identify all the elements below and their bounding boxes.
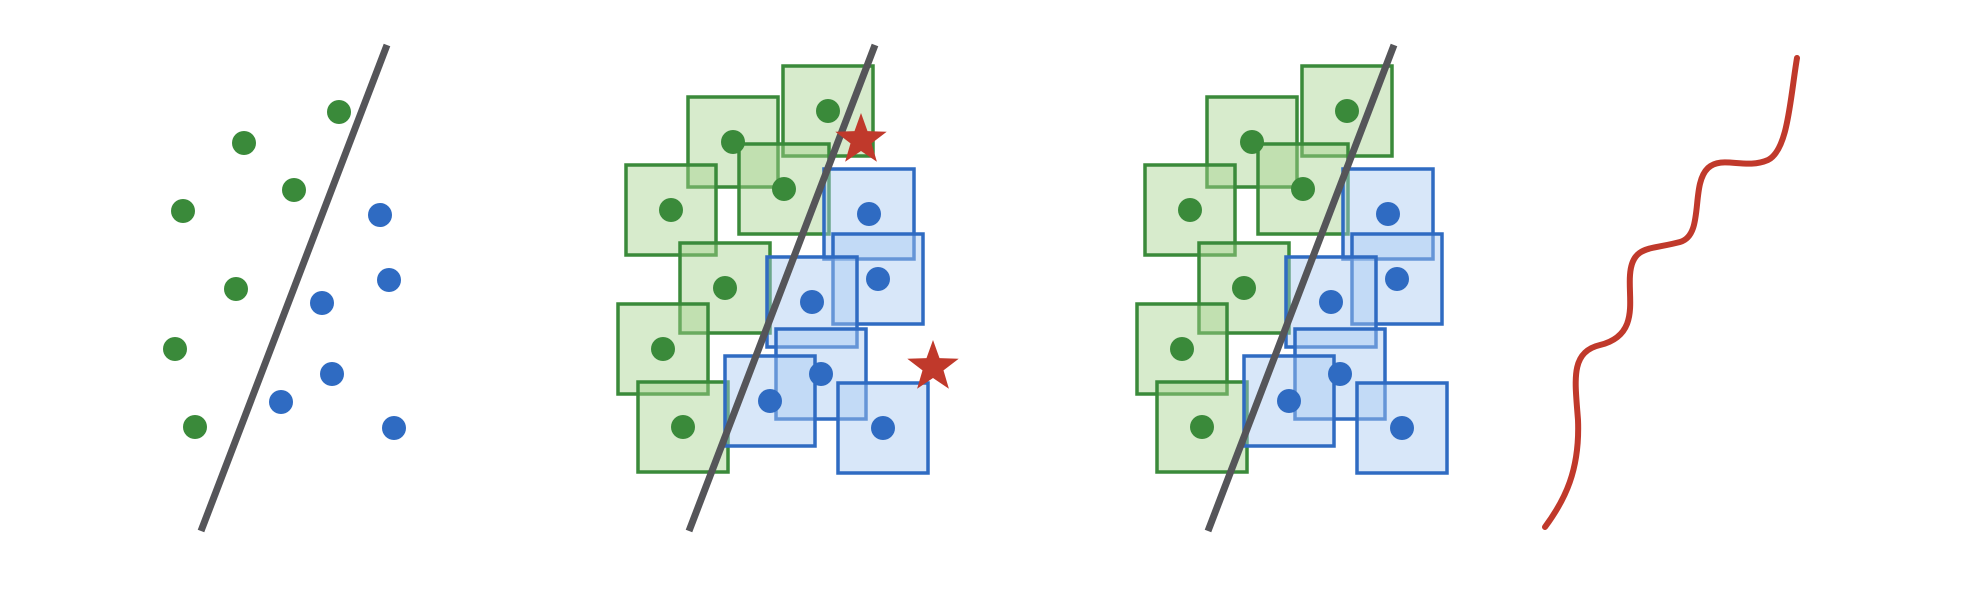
panel-perturbation-boxes (616, 43, 959, 533)
green-class-point (232, 131, 256, 155)
blue-class-point (320, 362, 344, 386)
green-class-point (327, 100, 351, 124)
star-icon (835, 113, 887, 162)
blue-class-point (1319, 290, 1343, 314)
blue-class-point (857, 202, 881, 226)
green-class-point (651, 337, 675, 361)
blue-class-point (269, 390, 293, 414)
blue-class-point (310, 291, 334, 315)
blue-class-point (1328, 362, 1352, 386)
green-class-point (282, 178, 306, 202)
blue-class-point (382, 416, 406, 440)
green-class-point (171, 199, 195, 223)
decision-boundary-line (685, 43, 879, 533)
green-class-point (1240, 130, 1264, 154)
green-class-point (713, 276, 737, 300)
blue-perturbation-box (765, 255, 859, 349)
blue-class-point (377, 268, 401, 292)
panel-robust-classifier (1135, 43, 1800, 533)
green-class-point (816, 99, 840, 123)
blue-class-point (866, 267, 890, 291)
decision-boundary-line (1204, 43, 1398, 533)
green-class-point (1178, 198, 1202, 222)
green-class-point (1190, 415, 1214, 439)
green-class-point (721, 130, 745, 154)
blue-class-point (1390, 416, 1414, 440)
green-class-point (671, 415, 695, 439)
green-class-point (772, 177, 796, 201)
green-class-point (163, 337, 187, 361)
green-class-point (183, 415, 207, 439)
green-class-point (1170, 337, 1194, 361)
blue-class-point (1277, 389, 1301, 413)
blue-class-point (1385, 267, 1409, 291)
star-icon (907, 340, 959, 389)
green-class-point (659, 198, 683, 222)
robust-decision-boundary (1542, 55, 1800, 530)
decision-boundary-line (197, 43, 391, 533)
blue-class-point (368, 203, 392, 227)
blue-class-point (800, 290, 824, 314)
green-class-point (1335, 99, 1359, 123)
blue-class-point (809, 362, 833, 386)
green-class-point (1291, 177, 1315, 201)
blue-class-point (758, 389, 782, 413)
blue-class-point (1376, 202, 1400, 226)
green-class-point (1232, 276, 1256, 300)
green-class-point (224, 277, 248, 301)
panel-standard-classifier (163, 43, 406, 533)
blue-class-point (871, 416, 895, 440)
